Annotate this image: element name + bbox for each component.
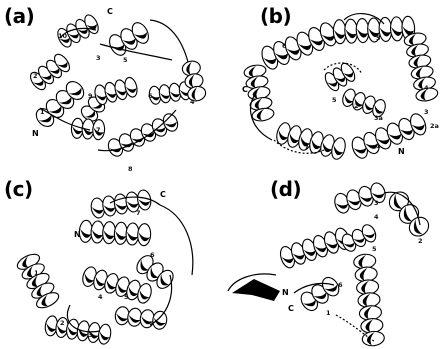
helix-number: 2a	[430, 122, 439, 130]
helix-number: 2	[33, 72, 38, 80]
helix-number: 4	[424, 84, 429, 92]
helices	[278, 181, 432, 347]
helix-number: 4	[98, 293, 103, 301]
helix-number: 5	[332, 96, 337, 104]
helix-number: 1	[326, 309, 331, 317]
helix-number: 3	[374, 199, 379, 207]
helices	[243, 16, 439, 161]
alpha-helix	[106, 20, 151, 58]
c-terminus-label: C	[242, 85, 248, 94]
helices	[15, 189, 176, 345]
alpha-helix	[90, 189, 153, 219]
helix-number: 1	[376, 142, 381, 150]
helix-number: 6	[150, 251, 155, 259]
alpha-helix	[386, 188, 433, 240]
alpha-helix	[298, 274, 342, 313]
panel-d: N C 1 2 3 4 5 6 (d)	[224, 175, 447, 349]
ribbon-diagram-c: N C 1 2 3 4 5 6 7	[0, 175, 223, 349]
helix-number: 1	[34, 269, 39, 277]
c-terminus-label: C	[288, 304, 294, 313]
panel-b: N C 6 5 5 4 3 2 2a 1 7 3a (b)	[224, 0, 447, 174]
alpha-helix	[333, 181, 388, 215]
panel-label-d: (d)	[270, 179, 301, 199]
panel-label-a: (a)	[4, 6, 34, 26]
alpha-helix	[55, 13, 101, 49]
n-terminus-label: N	[398, 147, 405, 156]
helix-number: 3	[88, 331, 93, 339]
c-terminus-label: C	[107, 7, 113, 16]
n-terminus-label: N	[32, 129, 39, 138]
panel-label-c: (c)	[4, 179, 33, 199]
helix-number: 10	[58, 32, 68, 40]
helix-number: 4	[374, 213, 379, 221]
helix-number: 5	[123, 56, 128, 64]
helix-number: 9	[88, 92, 93, 100]
alpha-helix	[106, 112, 181, 159]
helix-number: 3a	[374, 114, 383, 122]
helices	[28, 13, 207, 159]
helix-number: 6	[148, 92, 153, 100]
beta-sheet	[232, 279, 280, 301]
helix-number: 6	[338, 281, 343, 289]
helix-number: 5	[376, 34, 381, 42]
c-terminus-label: C	[160, 190, 166, 199]
helix-number: 2	[354, 102, 359, 110]
ribbon-diagram-d: N C 1 2 3 4 5 6	[224, 175, 447, 349]
n-terminus-label: N	[74, 230, 81, 239]
panel-c: N C 1 2 3 4 5 6 7 (c)	[0, 175, 223, 349]
helix-number: 5	[372, 245, 377, 253]
loops	[228, 192, 420, 341]
helix-number: 7	[96, 126, 101, 134]
alpha-helix	[353, 253, 385, 347]
n-terminus-label: N	[282, 288, 289, 297]
alpha-helix	[275, 121, 348, 161]
alpha-helix	[79, 220, 151, 246]
panel-label-b: (b)	[260, 6, 291, 26]
alpha-helix	[333, 16, 415, 44]
alpha-helix	[403, 31, 439, 103]
helix-number: 2	[60, 319, 65, 327]
alpha-helix	[15, 251, 61, 311]
panel-a: N C 10 1 2 3 4 5 6 7 8 9 (a)	[0, 0, 223, 174]
helix-number: 1	[40, 108, 45, 116]
alpha-helix	[259, 21, 339, 72]
alpha-helix	[323, 61, 358, 93]
ribbon-diagram-b: N C 6 5 5 4 3 2 2a 1 7 3a	[224, 0, 447, 174]
helix-number: 6	[282, 42, 287, 50]
alpha-helix	[93, 76, 139, 106]
helix-number: 7	[136, 209, 141, 217]
helix-number: 4	[190, 98, 195, 106]
helix-number: 5	[124, 293, 129, 301]
helix-number: 8	[128, 165, 133, 173]
helix-number: 2	[418, 237, 423, 245]
helix-number: 7	[304, 144, 309, 152]
alpha-helix	[278, 226, 352, 269]
alpha-helix	[349, 112, 428, 161]
helix-number: 3	[96, 54, 101, 62]
helix-number: 3	[424, 108, 429, 116]
